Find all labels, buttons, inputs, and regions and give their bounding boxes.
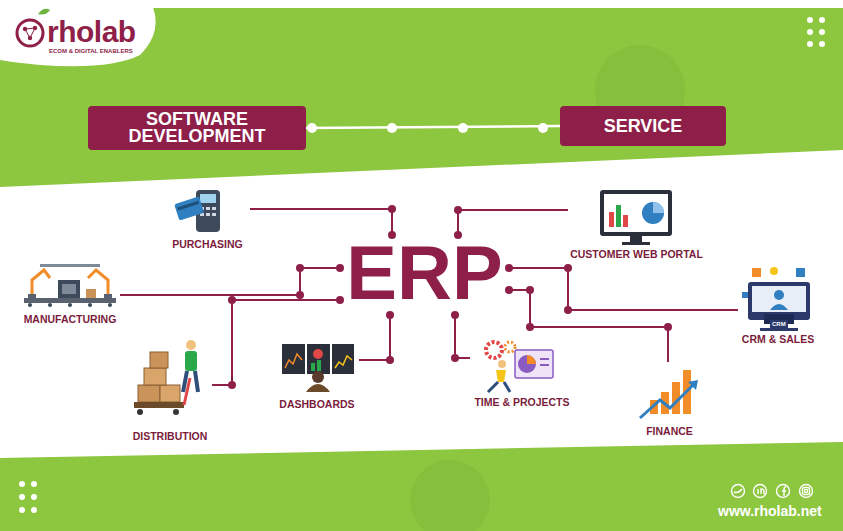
module-node: PURCHASING (165, 186, 250, 250)
connector-dot (336, 264, 344, 272)
logo-text: rholab (47, 17, 136, 47)
connector-line (250, 209, 392, 235)
dot-grid (19, 17, 825, 513)
white-band (0, 150, 843, 458)
logo-blob (0, 0, 156, 66)
connector-line (212, 300, 340, 385)
connector-dot (228, 381, 236, 389)
title-text: ERP (340, 235, 509, 311)
connector-dot (458, 123, 468, 133)
header-box: SOFTWARE DEVELOPMENT (88, 106, 306, 150)
node-label: DASHBOARDS (279, 398, 354, 410)
center-title: ERP (340, 235, 509, 315)
connector-dot (228, 296, 236, 304)
node-label: DISTRIBUTION (133, 430, 208, 442)
connector-dot (451, 311, 459, 319)
connector-dot (388, 205, 396, 213)
time-projects-icon (486, 342, 553, 392)
logo-mark (17, 9, 50, 46)
node-label: MANUFACTURING (24, 313, 117, 325)
website-url: www.rholab.net (718, 503, 822, 519)
connector-line (120, 268, 340, 295)
connector (505, 286, 672, 362)
connector (120, 264, 344, 299)
connector-dot (454, 206, 462, 214)
connector (306, 123, 560, 133)
connector-dot (386, 356, 394, 364)
connector (451, 311, 470, 362)
connector-line (509, 290, 668, 362)
factory-robots-icon (24, 264, 116, 307)
connector-dot (387, 123, 397, 133)
module-node: DISTRIBUTION (128, 338, 212, 442)
connector-dot (505, 286, 513, 294)
connector-dot (336, 296, 344, 304)
finance-chart-icon (640, 370, 698, 418)
node-label: PURCHASING (172, 238, 243, 250)
connector (359, 311, 394, 364)
card-reader-icon (174, 190, 220, 232)
connector (212, 296, 344, 389)
connector-dot (451, 354, 459, 362)
crm-icon (742, 267, 810, 331)
module-node: MANUFACTURING (20, 260, 120, 325)
node-label: SOFTWARE DEVELOPMENT (88, 111, 306, 145)
connector-dot (296, 264, 304, 272)
module-node: CRM & SALES (738, 262, 818, 345)
connector-line (509, 268, 738, 310)
monitor-icon (600, 190, 672, 245)
logo-tagline: ECOM & DIGITAL ENABLERS (49, 48, 133, 55)
node-label: CRM & SALES (742, 333, 814, 345)
module-node: DASHBOARDS (275, 338, 359, 410)
module-node: TIME & PROJECTS (470, 336, 574, 408)
connector-dot (505, 264, 513, 272)
connector-dot (664, 323, 672, 331)
module-node: FINANCE (632, 362, 707, 437)
connector (505, 264, 738, 314)
connector-dot (296, 291, 304, 299)
connector-dot (307, 123, 317, 133)
connector (250, 205, 396, 239)
pallet-worker-icon (134, 340, 198, 415)
social-icons (732, 485, 813, 498)
header-box: SERVICE (560, 106, 726, 146)
node-label: TIME & PROJECTS (474, 396, 569, 408)
connector-dot (564, 306, 572, 314)
connector-line (306, 126, 560, 128)
connector-line (458, 210, 568, 235)
dashboards-icon (282, 344, 354, 392)
node-label: CUSTOMER WEB PORTAL (570, 248, 703, 260)
icon-caption: CRM (772, 321, 786, 328)
node-label: SERVICE (604, 118, 683, 135)
connector-dot (564, 264, 572, 272)
connector-dot (538, 123, 548, 133)
connector-dot (526, 323, 534, 331)
connector-line (455, 315, 470, 358)
node-label: FINANCE (646, 425, 693, 437)
connector-dot (386, 311, 394, 319)
connector-dot (526, 286, 534, 294)
module-node: CUSTOMER WEB PORTAL (568, 186, 705, 260)
connector-line (359, 315, 390, 360)
